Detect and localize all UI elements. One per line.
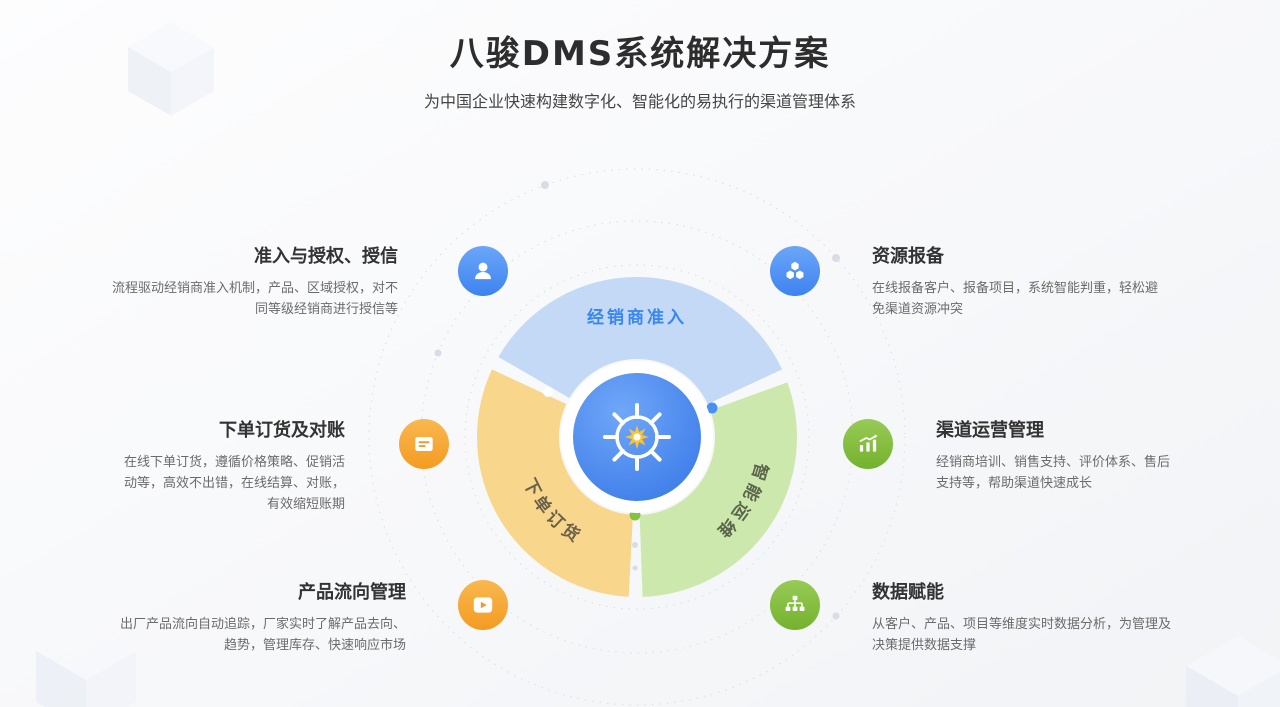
page-subtitle: 为中国企业快速构建数字化、智能化的易执行的渠道管理体系 [423, 92, 856, 111]
order-list-icon [415, 436, 433, 452]
feature-title: 资源报备 [872, 246, 944, 267]
page-header: 八骏DMS系统解决方案 为中国企业快速构建数字化、智能化的易执行的渠道管理体系 [0, 26, 1280, 112]
decor-dots [434, 181, 840, 620]
feature-item-channel-ops: 渠道运营管理 经销商培训、销售支持、评价体系、售后支持等，帮助渠道快速成长 [843, 418, 1171, 494]
feature-title: 下单订货及对账 [219, 420, 345, 441]
play-video-icon [473, 597, 493, 613]
feature-icon-badge [843, 419, 893, 469]
feature-desc: 流程驱动经销商准入机制，产品、区域授权，对不同等级经销商进行授信等 [111, 281, 398, 318]
page-title: 八骏DMS系统解决方案 [449, 34, 831, 74]
ring-segment-dealer-onboarding [477, 277, 797, 597]
feature-icon-badge [458, 580, 508, 630]
feature-icon-badge [458, 246, 508, 296]
feature-icon-badge [770, 246, 820, 296]
hexagon-cluster-icon [786, 261, 804, 280]
feature-desc: 在线下单订货，遵循价格策略、促销活动等，高效不出错，在线结算、对账，有效缩短账期 [123, 455, 345, 513]
feature-icon-badge [770, 580, 820, 630]
feature-icon-badge [399, 419, 449, 469]
gap-dot-blue [706, 402, 718, 414]
cube-decoration-bottom-left [36, 622, 136, 707]
feature-desc: 经销商培训、销售支持、评价体系、售后支持等，帮助渠道快速成长 [936, 455, 1171, 492]
feature-desc: 在线报备客户、报备项目，系统智能判重，轻松避免渠道资源冲突 [872, 281, 1159, 318]
feature-item-resource-filing: 资源报备 在线报备客户、报备项目，系统智能判重，轻松避免渠道资源冲突 [770, 244, 1170, 320]
feature-desc: 出厂产品流向自动追踪，厂家实时了解产品去向、趋势，管理库存、快速响应市场 [119, 617, 406, 654]
feature-desc: 从客户、产品、项目等维度实时数据分析，为管理及决策提供数据支撑 [872, 617, 1172, 654]
ship-wheel-icon [603, 403, 671, 471]
gap-dot-white [543, 387, 553, 397]
cube-decoration-top-left [128, 22, 214, 116]
sitemap-icon [785, 595, 805, 611]
feature-title: 产品流向管理 [298, 582, 406, 603]
feature-title: 准入与授权、授信 [254, 246, 398, 267]
feature-item-access: 准入与授权、授信 流程驱动经销商准入机制，产品、区域授权，对不同等级经销商进行授… [110, 244, 508, 320]
ring-segment-ordering [477, 277, 797, 597]
feature-title: 渠道运营管理 [936, 420, 1044, 441]
chart-growth-icon [859, 434, 878, 452]
ring-segment-smart-ops [477, 277, 797, 597]
feature-item-ordering: 下单订货及对账 在线下单订货，遵循价格策略、促销活动等，高效不出错，在线结算、对… [120, 418, 449, 515]
segment-ring [477, 277, 797, 597]
cube-decoration-bottom-right [1186, 636, 1280, 707]
user-icon [474, 262, 492, 280]
segment-label-dealer-onboarding: 经销商准入 [587, 307, 687, 328]
feature-item-data-empowerment: 数据赋能 从客户、产品、项目等维度实时数据分析，为管理及决策提供数据支撑 [770, 580, 1172, 656]
feature-title: 数据赋能 [872, 582, 944, 603]
feature-item-product-flow: 产品流向管理 出厂产品流向自动追踪，厂家实时了解产品去向、趋势，管理库存、快速响… [118, 580, 508, 656]
